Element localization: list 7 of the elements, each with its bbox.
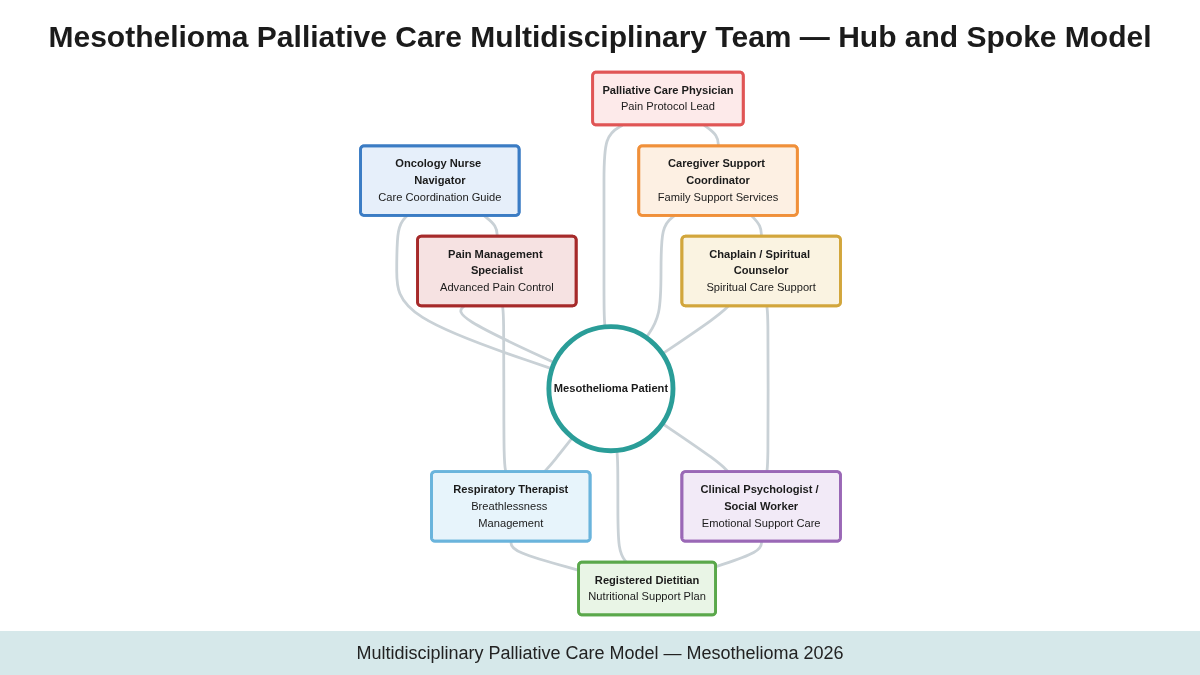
connector (715, 541, 763, 568)
caption: Multidisciplinary Palliative Care Model — Mesothelioma 2026 (356, 642, 844, 664)
connector (661, 305, 729, 356)
node-circle: Mesothelioma Patient (545, 324, 675, 454)
diagram-title: Mesothelioma Palliative Care Multidisciplinary Team — Hub and Spoke Model (48, 20, 1152, 54)
connector (509, 541, 579, 572)
connector (458, 305, 555, 364)
